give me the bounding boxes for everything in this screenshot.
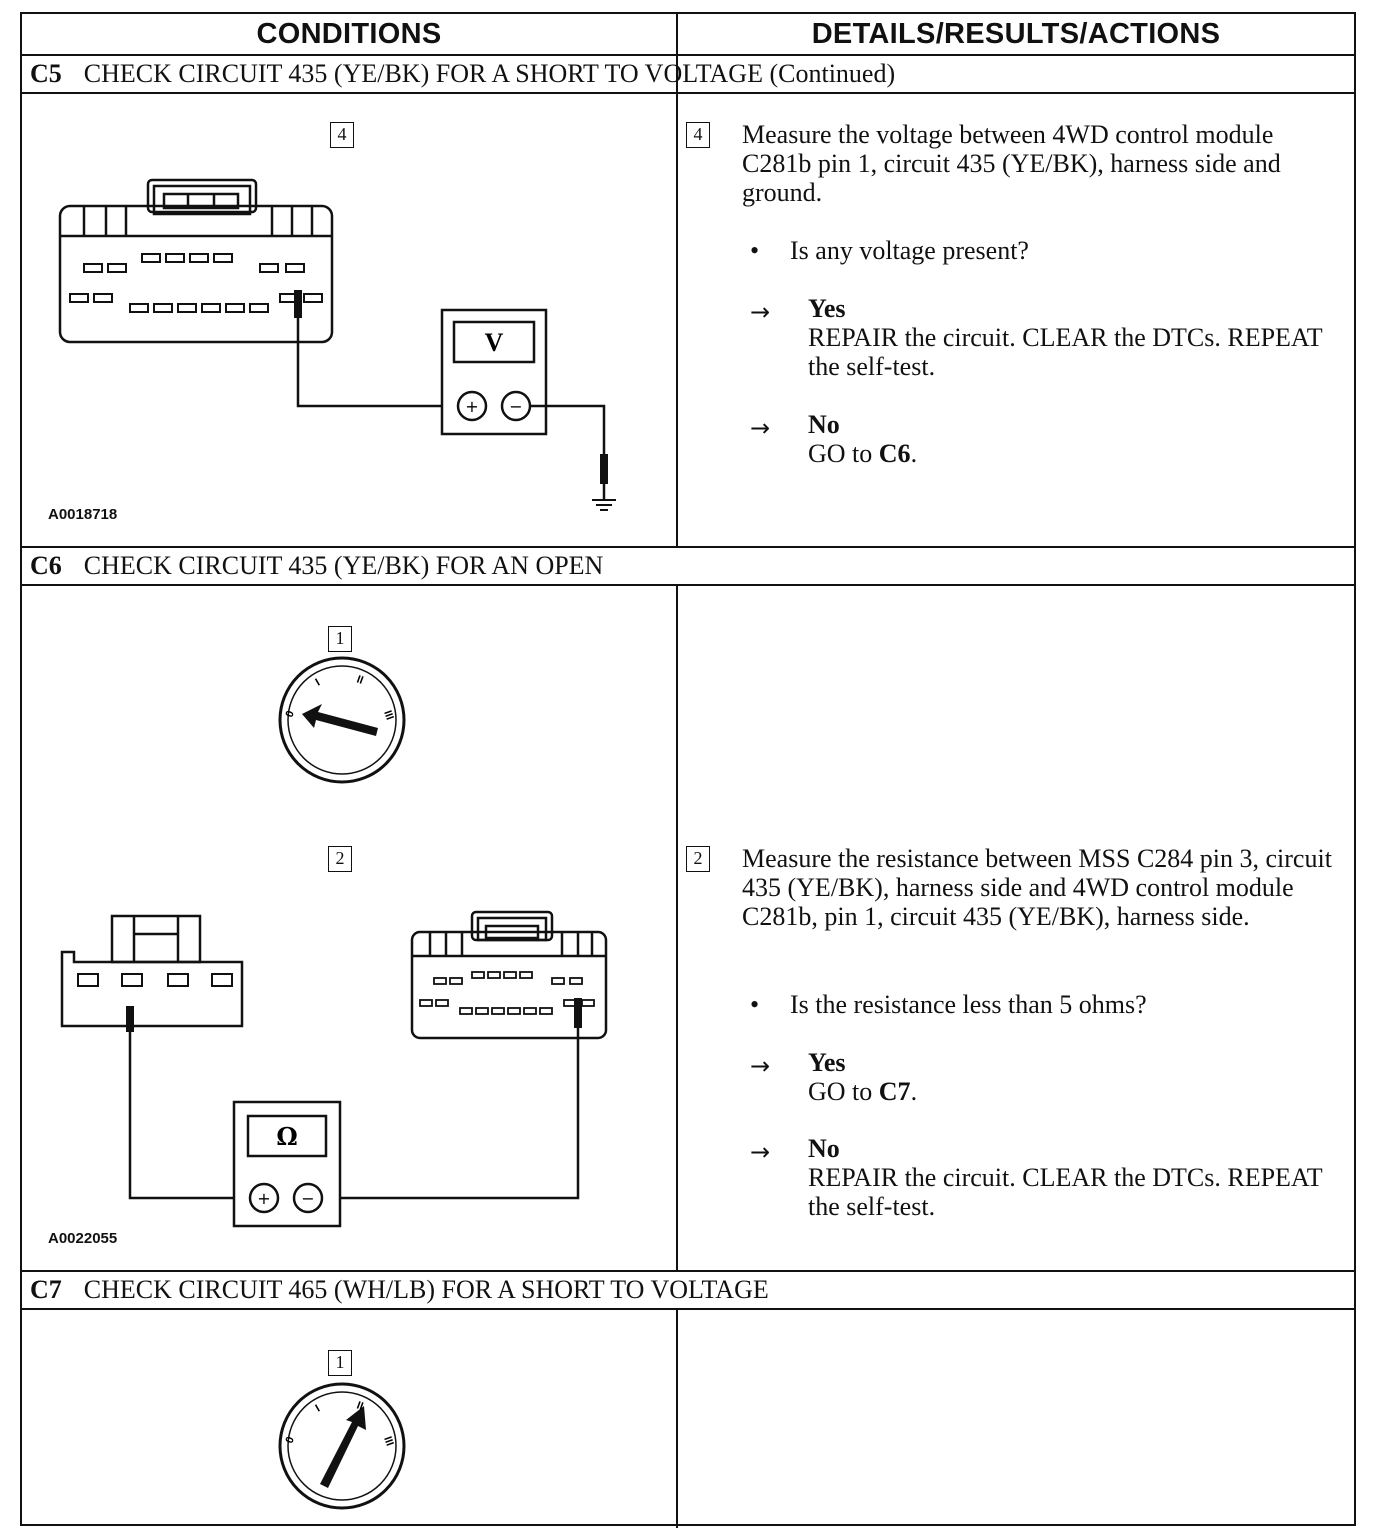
no-action: GO to C6. bbox=[808, 439, 918, 468]
meter-symbol: V bbox=[485, 328, 504, 357]
column-divider bbox=[676, 1310, 678, 1528]
arrow-icon: → bbox=[750, 1138, 771, 1166]
question-text: Is any voltage present? bbox=[790, 236, 1029, 265]
section-c5-heading: C5 CHECK CIRCUIT 435 (YE/BK) FOR A SHORT … bbox=[30, 56, 895, 92]
no-action: REPAIR the circuit. CLEAR the DTCs. REPE… bbox=[808, 1163, 1323, 1221]
ground-symbol bbox=[592, 499, 616, 511]
svg-text:III: III bbox=[381, 1435, 395, 1448]
arrow-icon: → bbox=[750, 298, 771, 326]
svg-text:I: I bbox=[314, 677, 323, 689]
yes-action: GO to C7. bbox=[808, 1077, 918, 1106]
ignition-and-ohmmeter-diagram: 0 I II III bbox=[60, 656, 608, 1228]
c6-illustration: 1 0 I II III bbox=[22, 586, 676, 1270]
minus-terminal: − bbox=[301, 1189, 314, 1208]
yes-label: Yes bbox=[808, 294, 846, 323]
step-number-box: 2 bbox=[328, 846, 352, 872]
step-number-box: 2 bbox=[686, 846, 710, 872]
c7-illustration: 1 0 I II III bbox=[22, 1310, 676, 1526]
details-header: DETAILS/RESULTS/ACTIONS bbox=[811, 18, 1221, 50]
no-label: No bbox=[808, 1134, 840, 1163]
figure-id: A0018718 bbox=[48, 506, 118, 523]
row-divider bbox=[22, 54, 1354, 56]
svg-text:I: I bbox=[314, 1403, 323, 1415]
step-number-box: 4 bbox=[686, 122, 710, 148]
section-id: C5 bbox=[30, 59, 62, 88]
ignition-switch-icon: 0 I II III bbox=[278, 1382, 406, 1510]
section-title: CHECK CIRCUIT 465 (WH/LB) FOR A SHORT TO… bbox=[83, 1275, 769, 1304]
figure-id: A0022055 bbox=[48, 1230, 118, 1247]
row-divider bbox=[22, 1308, 1354, 1310]
instruction-text: Measure the resistance between MSS C284 … bbox=[742, 844, 1332, 931]
column-divider bbox=[676, 14, 678, 546]
step-number-box: 1 bbox=[328, 626, 352, 652]
yes-action: REPAIR the circuit. CLEAR the DTCs. REPE… bbox=[808, 323, 1323, 381]
svg-text:0: 0 bbox=[284, 1435, 297, 1445]
voltmeter-test-diagram: V + − bbox=[58, 178, 616, 511]
svg-text:0: 0 bbox=[284, 709, 297, 719]
section-c6-heading: C6 CHECK CIRCUIT 435 (YE/BK) FOR AN OPEN bbox=[30, 548, 603, 584]
row-divider bbox=[22, 546, 1354, 548]
section-title: CHECK CIRCUIT 435 (YE/BK) FOR AN OPEN bbox=[83, 551, 604, 580]
plus-terminal: + bbox=[257, 1189, 270, 1208]
arrow-icon: → bbox=[750, 1052, 771, 1080]
yes-option: Yes REPAIR the circuit. CLEAR the DTCs. … bbox=[808, 294, 1328, 381]
bullet: • bbox=[750, 236, 760, 265]
no-option: No GO to C6. bbox=[808, 410, 1328, 468]
arrow-icon: → bbox=[750, 414, 771, 442]
bullet: • bbox=[750, 990, 760, 1019]
column-divider bbox=[676, 586, 678, 1270]
instruction-text: Measure the voltage between 4WD control … bbox=[742, 120, 1281, 207]
goto-link: C6 bbox=[878, 439, 911, 468]
c5-illustration: 4 bbox=[22, 94, 676, 546]
no-label: No bbox=[808, 410, 840, 439]
goto-link: C7 bbox=[878, 1077, 911, 1106]
plus-terminal: + bbox=[465, 397, 478, 416]
ground-probe bbox=[600, 454, 608, 484]
ignition-run-diagram: 0 I II III bbox=[278, 1382, 406, 1510]
step-number-box: 4 bbox=[330, 122, 354, 148]
section-id: C6 bbox=[30, 551, 62, 580]
row-divider bbox=[22, 1270, 1354, 1272]
yes-label: Yes bbox=[808, 1048, 846, 1077]
conditions-header: CONDITIONS bbox=[256, 18, 442, 50]
ignition-switch-icon: 0 I II III bbox=[278, 656, 406, 784]
minus-terminal: − bbox=[509, 397, 522, 416]
mss-connector bbox=[60, 914, 244, 1028]
step-number-box: 1 bbox=[328, 1350, 352, 1376]
svg-text:II: II bbox=[355, 674, 365, 687]
section-id: C7 bbox=[30, 1275, 62, 1304]
row-divider bbox=[22, 92, 1354, 94]
section-c7-heading: C7 CHECK CIRCUIT 465 (WH/LB) FOR A SHORT … bbox=[30, 1272, 769, 1308]
section-title: CHECK CIRCUIT 435 (YE/BK) FOR A SHORT TO… bbox=[83, 59, 896, 88]
no-option: No REPAIR the circuit. CLEAR the DTCs. R… bbox=[808, 1134, 1328, 1221]
svg-text:II: II bbox=[355, 1400, 365, 1413]
svg-text:III: III bbox=[381, 709, 395, 722]
yes-option: Yes GO to C7. bbox=[808, 1048, 1328, 1106]
4wd-module-connector bbox=[410, 910, 608, 1040]
row-divider bbox=[22, 584, 1354, 586]
meter-symbol: Ω bbox=[276, 1122, 297, 1151]
question-text: Is the resistance less than 5 ohms? bbox=[790, 990, 1147, 1019]
